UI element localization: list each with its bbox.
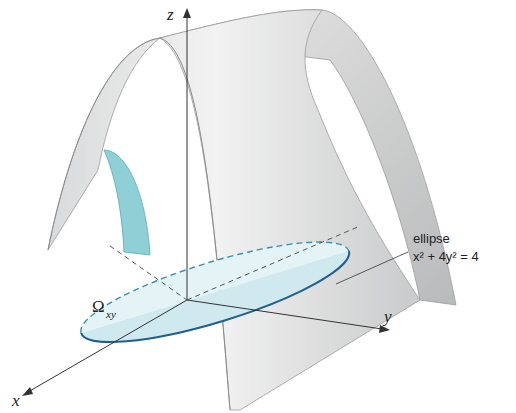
surface (48, 10, 420, 410)
ellipse-region (72, 222, 357, 361)
leader-line (336, 252, 408, 284)
cross-section (104, 150, 150, 255)
equation-label: x² + 4y² = 4 (413, 250, 479, 263)
axis-label: y (384, 308, 392, 325)
region-label: Ω (92, 298, 105, 315)
axis-label: z (167, 6, 174, 23)
axis-label: x (12, 392, 20, 409)
front-arch (48, 38, 230, 410)
callout-label: ellipse (413, 232, 450, 245)
x-axis (28, 300, 187, 392)
y-axis (187, 300, 382, 329)
region-subscript: xy (106, 309, 116, 320)
z-axis (187, 14, 188, 300)
